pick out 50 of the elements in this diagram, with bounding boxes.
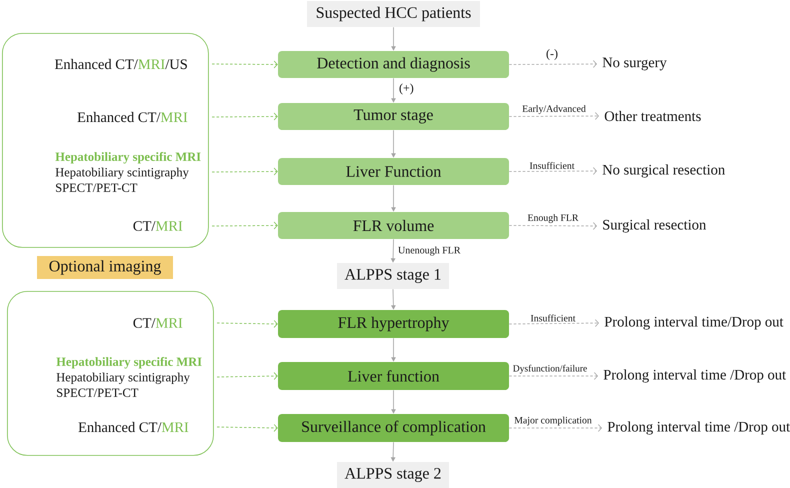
imaging-text: Enhanced CT/MRI	[77, 112, 188, 122]
edge-label: Early/Advanced	[521, 104, 587, 115]
outcome-text: Prolong interval time /Drop out	[604, 369, 786, 383]
edge-label: Enough FLR	[526, 213, 580, 224]
stage-box: ALPPS stage 1	[337, 263, 449, 289]
arrow	[216, 372, 278, 380]
imaging-text: Enhanced CT/MRI/US	[54, 58, 187, 70]
label-box: Optional imaging	[37, 256, 173, 279]
process-box: Detection and diagnosis	[278, 51, 509, 78]
process-box: FLR hypertrophy	[278, 310, 509, 338]
imaging-text: Enhanced CT/MRI	[78, 422, 188, 432]
arrow	[212, 222, 278, 230]
arrow	[508, 167, 597, 175]
arrow	[212, 168, 278, 176]
edge-label: (-)	[545, 48, 559, 61]
arrow	[508, 60, 597, 68]
arrow	[216, 424, 278, 432]
stage-box: ALPPS stage 2	[337, 462, 449, 488]
rounded-frame	[2, 33, 209, 248]
process-box: Liver Function	[278, 158, 509, 185]
edge-label: Dysfunction/failure	[512, 364, 588, 374]
edge-label: Unenough FLR	[397, 246, 462, 256]
process-box: Surveillance of complication	[278, 414, 509, 442]
imaging-text: CT/MRI	[133, 318, 182, 328]
arrow	[508, 222, 597, 230]
outcome-text: No surgery	[602, 58, 667, 70]
arrow	[212, 60, 278, 68]
imaging-text: CT/MRI	[133, 221, 182, 231]
outcome-text: Prolong interval time/Drop out	[604, 316, 784, 330]
arrow	[508, 424, 602, 432]
edge-label: Insufficient	[528, 161, 576, 170]
arrow	[508, 112, 599, 120]
edge-label: Major complication	[513, 416, 593, 426]
arrow	[216, 320, 278, 328]
outcome-text: Prolong interval time /Drop out	[608, 421, 790, 435]
process-box: Tumor stage	[278, 103, 509, 130]
arrow	[212, 112, 278, 120]
arrow	[508, 372, 598, 380]
process-box: Liver function	[278, 362, 509, 390]
process-box: FLR volume	[278, 212, 509, 239]
imaging-list: Hepatobiliary specific MRI Hepatobiliary scintigraphy SPECT/PET-CT	[55, 152, 201, 192]
arrow	[508, 319, 599, 327]
outcome-text: Surgical resection	[603, 219, 706, 233]
outcome-text: No surgical resection	[602, 164, 725, 178]
edge-label: (+)	[398, 82, 415, 96]
imaging-list: Hepatobiliary specific MRI Hepatobiliary scintigraphy SPECT/PET-CT	[56, 357, 202, 397]
outcome-text: Other treatments	[604, 110, 701, 122]
rounded-frame	[7, 291, 214, 456]
stage-box: Suspected HCC patients	[307, 1, 480, 27]
edge-label: Insufficient	[530, 314, 576, 322]
